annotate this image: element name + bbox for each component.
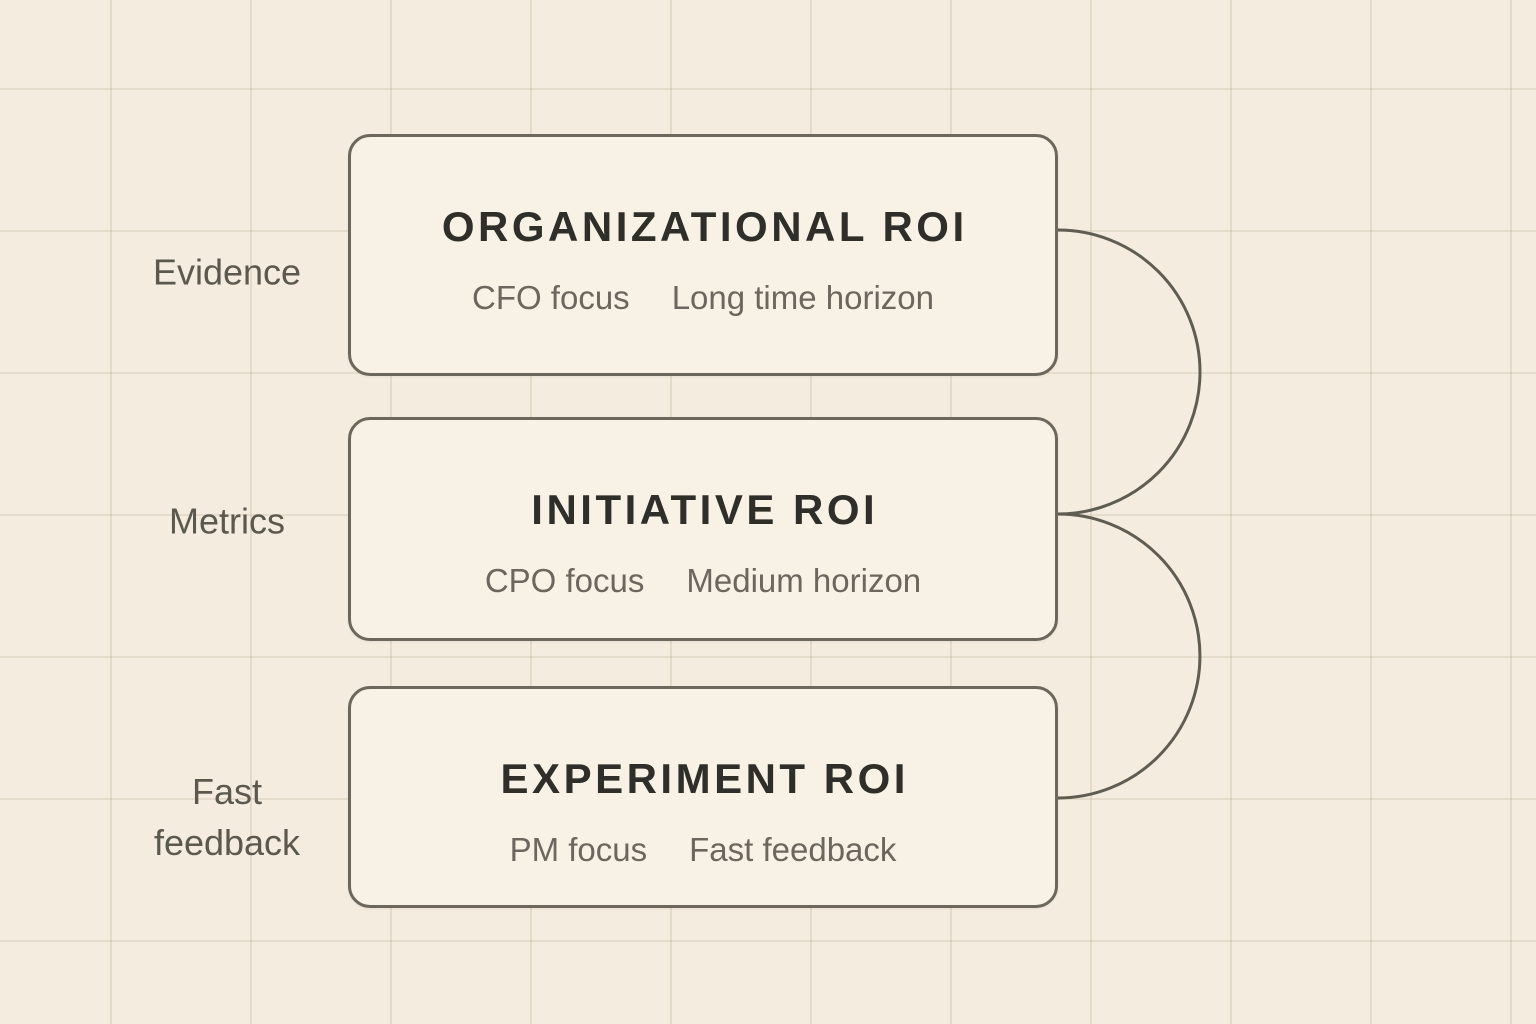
row-label-metrics: Metrics [169, 500, 285, 542]
horizon-text: Medium horizon [686, 562, 922, 599]
connector-arc-organizational-initiative [1057, 228, 1202, 516]
box-initiative-roi: INITIATIVE ROI CPO focus Medium horizon [348, 417, 1058, 641]
box-subtitle-row: CFO focus Long time horizon [472, 281, 934, 315]
box-organizational-roi: ORGANIZATIONAL ROI CFO focus Long time h… [348, 134, 1058, 376]
box-title-organizational-roi: ORGANIZATIONAL ROI [441, 203, 968, 250]
box-title-initiative-roi: INITIATIVE ROI [531, 486, 879, 533]
box-title-experiment-roi: EXPERIMENT ROI [500, 755, 909, 802]
connector-arc-initiative-experiment [1057, 512, 1202, 800]
row-label-evidence: Evidence [152, 251, 302, 293]
box-subtitle-row: PM focus Fast feedback [510, 833, 897, 867]
focus-text: CFO focus [471, 279, 630, 316]
box-subtitle-row: CPO focus Medium horizon [485, 564, 921, 598]
box-experiment-roi: EXPERIMENT ROI PM focus Fast feedback [348, 686, 1058, 908]
horizon-text: Fast feedback [689, 831, 897, 868]
focus-text: CPO focus [484, 562, 645, 599]
horizon-text: Long time horizon [671, 279, 935, 316]
row-label-fast-feedback: Fast feedback [153, 771, 301, 863]
focus-text: PM focus [509, 831, 648, 868]
